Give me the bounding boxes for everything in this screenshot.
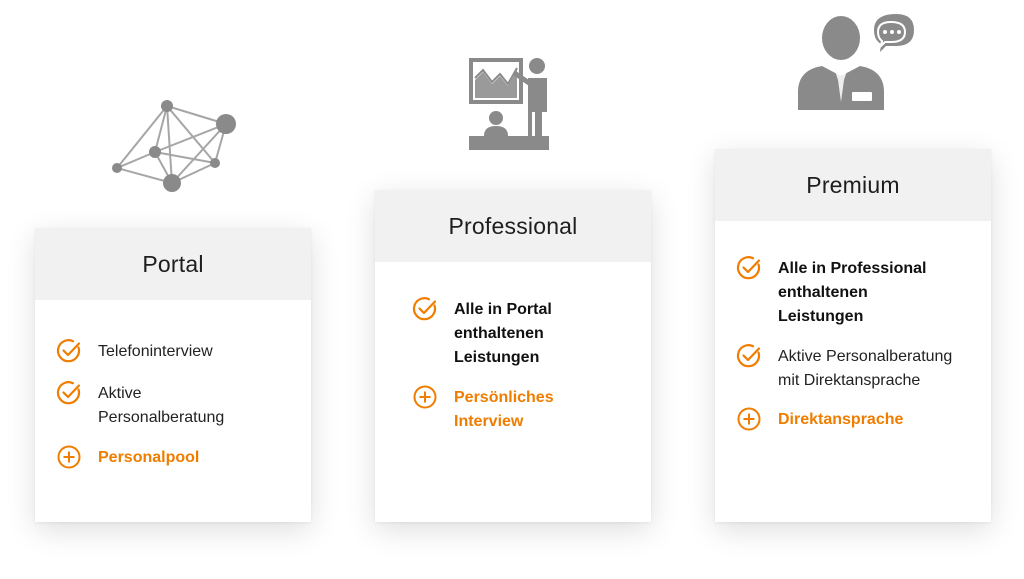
- feature-label: Persönliches Interview: [454, 389, 554, 430]
- consultant-chat-icon: [794, 10, 919, 116]
- plus-circle-icon: [56, 444, 82, 470]
- check-circle-icon: [56, 338, 82, 364]
- feature-label: Aktive Personalberatung: [98, 385, 225, 426]
- plan-title: Premium: [715, 149, 991, 221]
- feature-label: Direktansprache: [778, 411, 904, 428]
- plan-card-portal: Portal Telefoninterview Aktive Personalb…: [35, 228, 311, 522]
- feature-item: Alle in Professional enthaltenen Leistun…: [736, 255, 976, 329]
- feature-label: Telefoninterview: [98, 343, 213, 360]
- plan-title: Professional: [375, 190, 651, 262]
- check-circle-icon: [736, 255, 762, 281]
- feature-label: Aktive Personalberatung mit Direktanspra…: [778, 348, 953, 389]
- feature-item: Personalpool: [56, 444, 296, 470]
- feature-item: Aktive Personalberatung: [56, 380, 256, 430]
- feature-item: Alle in Portal enthaltenen Leistungen: [412, 296, 632, 370]
- feature-item: Persönliches Interview: [412, 384, 632, 434]
- feature-item: Telefoninterview: [56, 338, 296, 364]
- plus-circle-icon: [412, 384, 438, 410]
- check-circle-icon: [736, 343, 762, 369]
- plan-card-professional: Professional Alle in Portal enthaltenen …: [375, 190, 651, 522]
- network-icon: [104, 96, 244, 196]
- feature-label: Alle in Portal enthaltenen Leistungen: [454, 301, 552, 366]
- plus-circle-icon: [736, 406, 762, 432]
- plan-title: Portal: [35, 228, 311, 300]
- feature-item: Direktansprache: [736, 406, 976, 432]
- feature-item: Aktive Personalberatung mit Direktanspra…: [736, 343, 981, 393]
- feature-label: Personalpool: [98, 449, 200, 466]
- plan-card-premium: Premium Alle in Professional enthaltenen…: [715, 149, 991, 522]
- presentation-icon: [462, 50, 562, 154]
- check-circle-icon: [56, 380, 82, 406]
- check-circle-icon: [412, 296, 438, 322]
- feature-label: Alle in Professional enthaltenen Leistun…: [778, 260, 927, 325]
